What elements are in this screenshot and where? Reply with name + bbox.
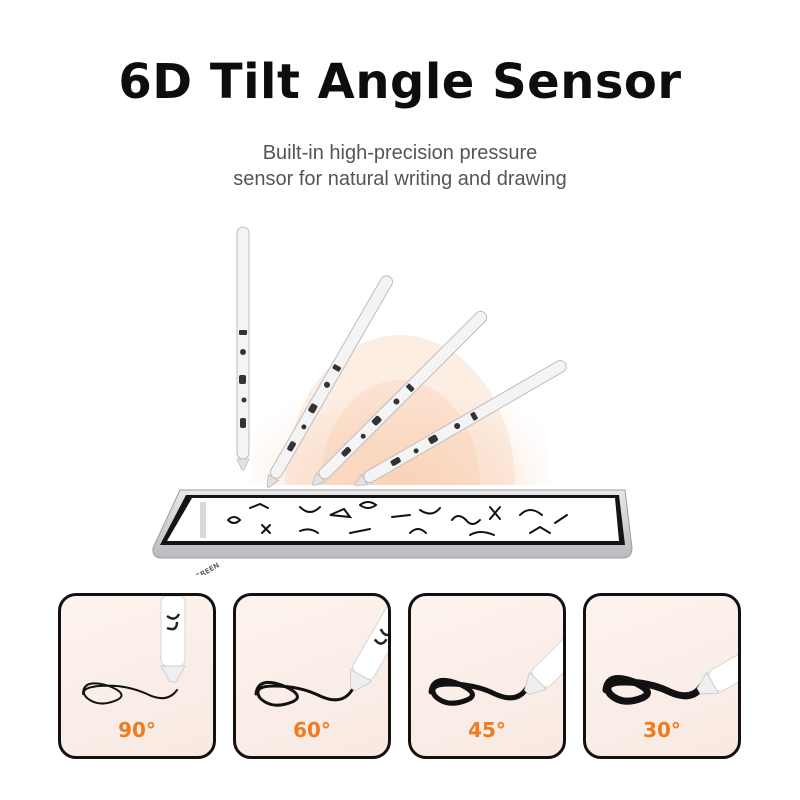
pen-tip-60: [349, 601, 388, 692]
angle-label-30: 30°: [643, 718, 681, 742]
tilt-card-90: 90°: [58, 593, 216, 759]
stroke-sample-45: [428, 617, 563, 706]
stroke-sample-90: [82, 596, 186, 705]
angle-label-90: 90°: [118, 718, 156, 742]
angle-label-45: 45°: [468, 718, 506, 742]
hero-illustration: UGREEN UGREEN UGREEN: [152, 226, 633, 575]
tilt-card-60: 60°: [233, 593, 391, 759]
pen-tip-90: [160, 596, 186, 683]
angle-label-60: 60°: [293, 718, 331, 742]
subtitle-line-1: Built-in high-precision pressure: [262, 142, 538, 164]
tablet-device: [152, 489, 633, 559]
stylus-pen-60: UGREEN: [266, 275, 393, 488]
stroke-sample-30: [602, 634, 738, 705]
stylus-pen-45: UGREEN: [311, 310, 488, 487]
pen-tip-30: [696, 634, 738, 695]
tablet-doodles: [227, 501, 568, 536]
tilt-card-45: 45°: [408, 593, 566, 759]
stroke-sample-60: [254, 601, 388, 707]
tilt-card-30: 30°: [583, 593, 741, 759]
subtitle-line-2: sensor for natural writing and drawing: [233, 168, 567, 190]
stylus-pen-90: UGREEN: [236, 226, 250, 471]
page-subtitle: Built-in high-precision pressure sensor …: [0, 140, 800, 192]
pen-tip-45: [524, 617, 563, 695]
pen-brand-text: UGREEN: [189, 561, 221, 575]
page-title: 6D Tilt Angle Sensor: [118, 54, 682, 110]
tilt-angle-cards: 90° 60° 45°: [58, 593, 742, 763]
